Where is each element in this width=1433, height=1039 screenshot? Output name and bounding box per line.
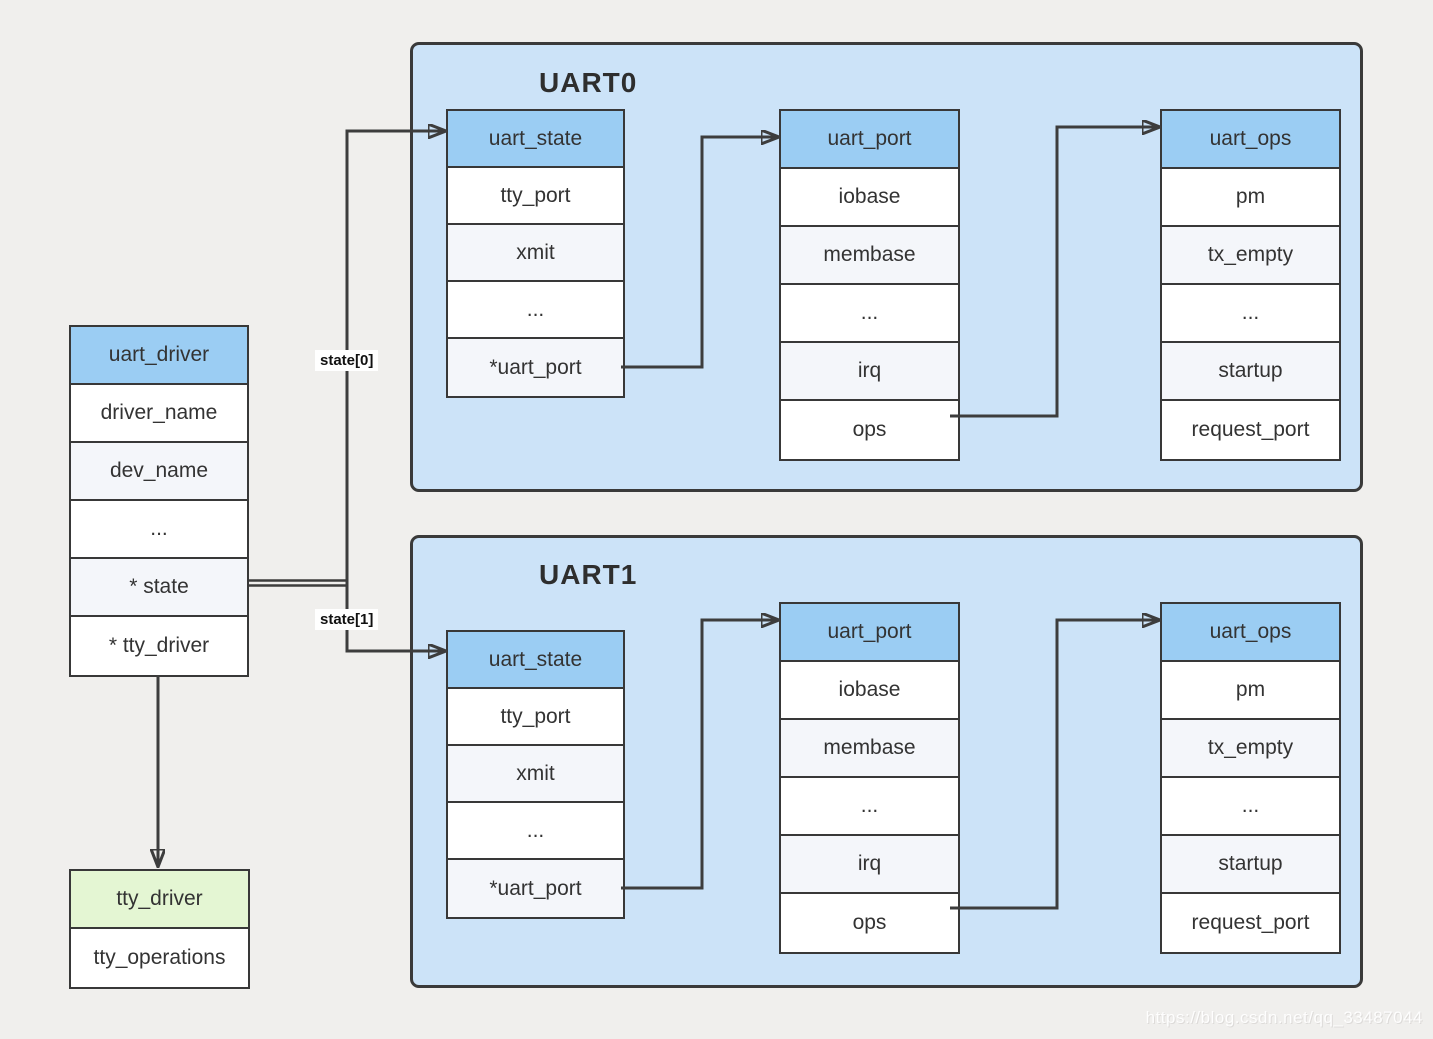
table-row: request_port (1162, 894, 1339, 952)
table-row: irq (781, 343, 958, 401)
table-row: irq (781, 836, 958, 894)
table-row: xmit (448, 225, 623, 282)
table-row: ops (781, 894, 958, 952)
table-header: uart_ops (1162, 111, 1339, 169)
uart1-uart-port-table: uart_port iobase membase ... irq ops (779, 602, 960, 954)
table-header: uart_driver (71, 327, 247, 385)
uart0-uart-state-table: uart_state tty_port xmit ... *uart_port (446, 109, 625, 398)
table-row: request_port (1162, 401, 1339, 459)
table-row: iobase (781, 169, 958, 227)
table-row: membase (781, 720, 958, 778)
table-row: ... (1162, 778, 1339, 836)
table-row: *uart_port (448, 860, 623, 917)
table-row: pm (1162, 662, 1339, 720)
watermark: https://blog.csdn.net/qq_33487044 (1145, 1008, 1423, 1027)
table-row: ops (781, 401, 958, 459)
table-row: tx_empty (1162, 227, 1339, 285)
table-row: ... (781, 778, 958, 836)
uart0-uart-ops-table: uart_ops pm tx_empty ... startup request… (1160, 109, 1341, 461)
table-row: startup (1162, 836, 1339, 894)
table-row: dev_name (71, 443, 247, 501)
tty-driver-table: tty_driver tty_operations (69, 869, 250, 989)
table-header: uart_port (781, 604, 958, 662)
table-row: driver_name (71, 385, 247, 443)
table-row: pm (1162, 169, 1339, 227)
table-row: tty_operations (71, 929, 248, 987)
table-row: * state (71, 559, 247, 617)
table-row: * tty_driver (71, 617, 247, 675)
table-header: uart_state (448, 632, 623, 689)
uart1-uart-ops-table: uart_ops pm tx_empty ... startup request… (1160, 602, 1341, 954)
edge-label-state1: state[1] (315, 609, 379, 630)
edge-label-state0: state[0] (315, 350, 379, 371)
table-row: ... (781, 285, 958, 343)
table-header: uart_ops (1162, 604, 1339, 662)
table-row: ... (1162, 285, 1339, 343)
table-row: tx_empty (1162, 720, 1339, 778)
table-header: tty_driver (71, 871, 248, 929)
table-row: tty_port (448, 689, 623, 746)
uart-driver-table: uart_driver driver_name dev_name ... * s… (69, 325, 249, 677)
table-row: ... (448, 282, 623, 339)
table-header: uart_state (448, 111, 623, 168)
table-row: ... (448, 803, 623, 860)
uart1-title: UART1 (539, 559, 638, 590)
table-row: *uart_port (448, 339, 623, 396)
table-row: iobase (781, 662, 958, 720)
uart0-uart-port-table: uart_port iobase membase ... irq ops (779, 109, 960, 461)
uart0-title: UART0 (539, 67, 638, 98)
uart1-uart-state-table: uart_state tty_port xmit ... *uart_port (446, 630, 625, 919)
table-row: ... (71, 501, 247, 559)
table-row: startup (1162, 343, 1339, 401)
table-header: uart_port (781, 111, 958, 169)
table-row: membase (781, 227, 958, 285)
table-row: tty_port (448, 168, 623, 225)
table-row: xmit (448, 746, 623, 803)
